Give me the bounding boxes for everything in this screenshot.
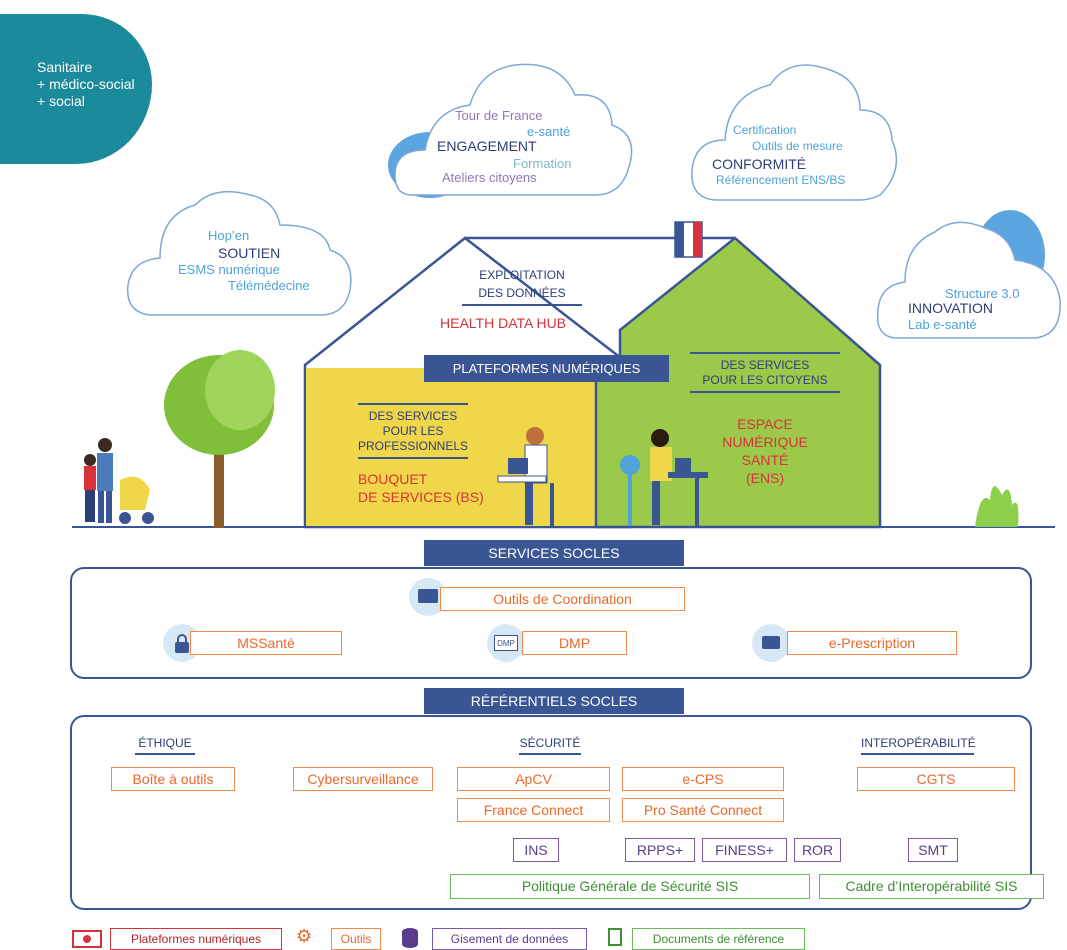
bike-icon: ⚙ — [296, 926, 313, 946]
corner-line-3: + social — [37, 93, 85, 109]
boite-box[interactable]: Boîte à outils — [111, 767, 235, 791]
rpps-box[interactable]: RPPS+ — [625, 838, 695, 862]
roof-exploitation: EXPLOITATION DES DONNÉES — [462, 266, 582, 306]
services-frame — [70, 567, 1032, 679]
tree-trunk — [214, 450, 224, 528]
pgssi-box[interactable]: Politique Générale de Sécurité SIS — [450, 874, 810, 899]
bouquet-services: BOUQUET DE SERVICES (BS) — [358, 470, 484, 506]
cit-line-1: DES SERVICES — [690, 352, 840, 373]
ens-label: ESPACE NUMÉRIQUE SANTÉ (ENS) — [700, 415, 830, 487]
services-socles-title: SERVICES SOCLES — [424, 540, 684, 566]
engagement-title: ENGAGEMENT — [437, 138, 537, 154]
franceconnect-box[interactable]: France Connect — [457, 798, 610, 822]
yellow-area — [306, 368, 596, 526]
conformite-outils: Outils de mesure — [752, 139, 843, 153]
legend-documents: Documents de référence — [632, 928, 805, 950]
bouquet-line-2: DE SERVICES (BS) — [358, 489, 484, 505]
engagement-formation: Formation — [513, 156, 572, 171]
cloud-conformite-shape — [691, 64, 898, 201]
cat-ethique: ÉTHIQUE — [135, 736, 195, 755]
legend-plateformes: Plateformes numériques — [110, 928, 282, 950]
health-data-hub: HEALTH DATA HUB — [440, 315, 567, 331]
database-icon — [402, 928, 418, 948]
clouds-layer — [126, 63, 1061, 339]
soutien-esms: ESMS numérique — [178, 262, 280, 277]
monitor-icon — [72, 930, 102, 948]
soutien-hopen: Hop’en — [208, 228, 250, 243]
corner-badge: Sanitaire + médico-social + social — [0, 14, 152, 164]
coordination-box[interactable]: Outils de Coordination — [440, 587, 685, 611]
ens-line-1: ESPACE — [737, 416, 793, 432]
engagement-ateliers: Ateliers citoyens — [442, 170, 537, 185]
cloud-engagement-shape — [388, 63, 633, 198]
family-figure — [84, 438, 154, 524]
roof-line-2: DES DONNÉES — [462, 284, 582, 306]
ror-box[interactable]: ROR — [794, 838, 841, 862]
dmp-icon-label: DMP — [494, 635, 518, 651]
ens-line-2: NUMÉRIQUE — [722, 434, 808, 450]
pro-services-label: DES SERVICES POUR LES PROFESSIONNELS — [358, 403, 468, 459]
bush — [975, 486, 1019, 527]
apcv-box[interactable]: ApCV — [457, 767, 610, 791]
referentiels-frame — [70, 715, 1032, 910]
house-illustration — [72, 221, 1055, 529]
mssante-box[interactable]: MSSanté — [190, 631, 342, 655]
document-icon — [608, 928, 622, 946]
corner-line-1: Sanitaire — [37, 59, 93, 75]
prosante-box[interactable]: Pro Santé Connect — [622, 798, 784, 822]
engagement-tour: Tour de France — [455, 108, 543, 123]
dmp-icon: DMP — [487, 624, 525, 662]
legend-gisement: Gisement de données — [432, 928, 587, 950]
plateformes-banner: PLATEFORMES NUMÉRIQUES — [424, 355, 669, 382]
cat-interop: INTEROPÉRABILITÉ — [861, 736, 976, 755]
professional-figure — [497, 427, 554, 527]
finess-box[interactable]: FINESS+ — [702, 838, 787, 862]
pro-line-3: PROFESSIONNELS — [358, 439, 468, 459]
soutien-title: SOUTIEN — [218, 245, 281, 261]
legend-outils: Outils — [331, 928, 381, 950]
cloud-soutien-shape — [126, 190, 352, 316]
conformite-title: CONFORMITÉ — [712, 156, 807, 172]
citizen-services-label: DES SERVICES POUR LES CITOYENS — [690, 352, 840, 393]
cyber-box[interactable]: Cybersurveillance — [293, 767, 433, 791]
referentiels-socles-title: RÉFÉRENTIELS SOCLES — [424, 688, 684, 714]
dmp-box[interactable]: DMP — [522, 631, 627, 655]
ens-line-4: (ENS) — [745, 470, 785, 486]
roof-line-1: EXPLOITATION — [479, 268, 565, 282]
smt-box[interactable]: SMT — [908, 838, 958, 862]
ecps-box[interactable]: e-CPS — [622, 767, 784, 791]
cloud-engagement: Tour de France e-santé — [455, 108, 625, 140]
citizen-figure — [620, 429, 708, 526]
envelope-icon — [752, 624, 790, 662]
innovation-structure: Structure 3.0 — [945, 286, 1020, 301]
engagement-esante: e-santé — [527, 124, 571, 139]
soutien-telemedecine: Télémédecine — [228, 278, 310, 293]
innovation-lab: Lab e-santé — [908, 317, 977, 332]
cgts-box[interactable]: CGTS — [857, 767, 1015, 791]
cloud-innovation-shape — [876, 210, 1061, 339]
conformite-certification: Certification — [733, 123, 797, 137]
bouquet-line-1: BOUQUET — [358, 471, 428, 487]
eprescription-box[interactable]: e-Prescription — [787, 631, 957, 655]
cit-line-2: POUR LES CITOYENS — [690, 373, 840, 393]
ens-line-3: SANTÉ — [741, 452, 789, 468]
conformite-referencement: Référencement ENS/BS — [716, 173, 846, 187]
ins-box[interactable]: INS — [513, 838, 559, 862]
pro-line-2: POUR LES — [382, 424, 444, 438]
pro-line-1: DES SERVICES — [358, 403, 468, 424]
cat-securite: SÉCURITÉ — [519, 736, 581, 755]
corner-line-2: + médico-social — [37, 76, 135, 92]
cadre-box[interactable]: Cadre d’Interopérabilité SIS — [819, 874, 1044, 899]
innovation-title: INNOVATION — [908, 300, 994, 316]
